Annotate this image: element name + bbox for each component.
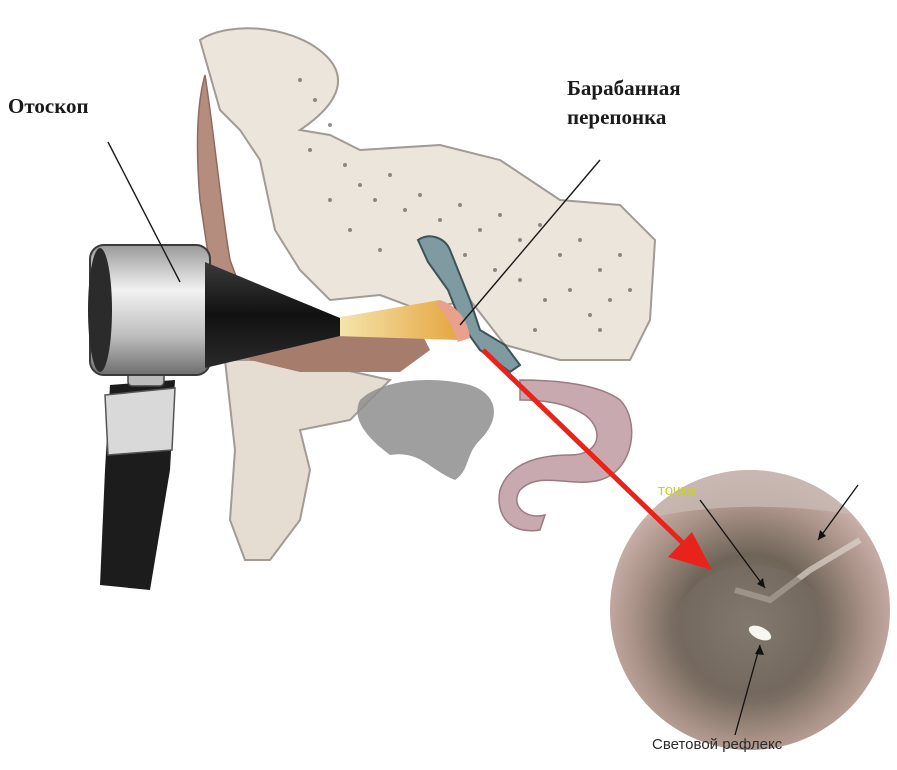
eardrum-label-line-2: перепонка [567, 103, 681, 132]
eardrum-label: Барабанная перепонка [567, 74, 681, 132]
otoscope-label: Отоскоп [8, 92, 89, 121]
eardrum-label-line-1: Барабанная [567, 74, 681, 103]
inset-point-label: точка [658, 482, 696, 499]
inset-reflex-label: Световой рефлекс [652, 736, 782, 753]
red-arrow [483, 350, 712, 570]
